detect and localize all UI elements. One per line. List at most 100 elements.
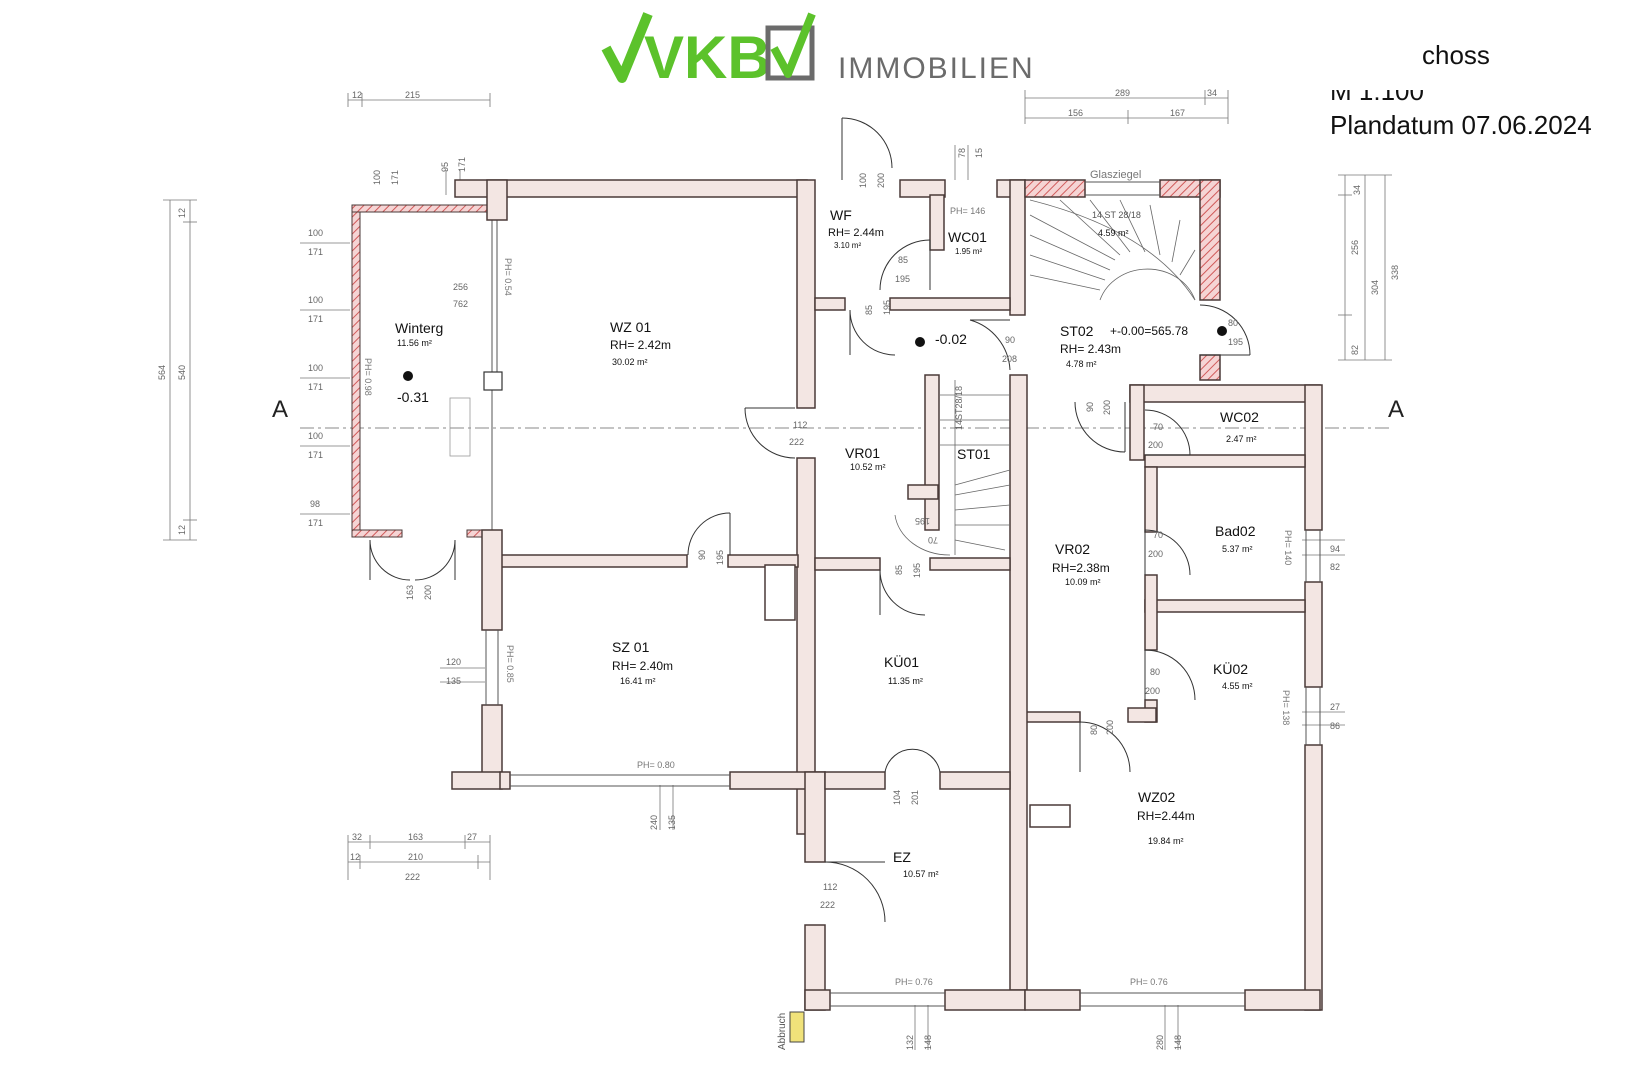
dim-text: 304 xyxy=(1370,280,1380,295)
dim-text: 70 xyxy=(928,535,938,545)
room-winterg-level: -0.31 xyxy=(397,389,429,405)
dim-text: 280 xyxy=(1155,1035,1165,1050)
room-winterg-area: 11.56 m² xyxy=(397,338,432,348)
plan-floor-title: choss xyxy=(1422,40,1490,70)
section-marker-left: A xyxy=(272,396,288,423)
room-vr01-name: VR01 xyxy=(845,445,880,461)
dim-text: 95 xyxy=(440,162,450,172)
room-sz01-name: SZ 01 xyxy=(612,639,650,655)
room-wf-name: WF xyxy=(830,207,852,223)
dim-text: 338 xyxy=(1390,265,1400,280)
dim-text: 222 xyxy=(820,900,835,910)
room-bad02-name: Bad02 xyxy=(1215,523,1256,539)
dim-text: 195 xyxy=(915,516,930,526)
dim-text: 34 xyxy=(1352,185,1362,195)
dim-text: 112 xyxy=(823,882,837,892)
dim-text: 256 xyxy=(1350,240,1360,255)
windows xyxy=(485,181,1321,1007)
section-line: A A xyxy=(272,396,1404,429)
dim-text: 171 xyxy=(308,382,323,392)
room-vr02-area: 10.09 m² xyxy=(1065,577,1101,587)
dim-text: 762 xyxy=(453,299,468,309)
dim-text: 564 xyxy=(157,365,167,380)
logo-brand-text: VKB xyxy=(644,24,771,88)
room-ku02-area: 4.55 m² xyxy=(1222,681,1253,691)
note-glasziegel: Glasziegel xyxy=(1090,169,1141,181)
note-ph-054: PH= 0.54 xyxy=(503,258,513,296)
note-ph-098: PH= 0.98 xyxy=(363,358,373,396)
dim-text: 112 xyxy=(793,420,807,430)
dim-text: 85 xyxy=(894,565,904,575)
room-wf-rh: RH= 2.44m xyxy=(828,227,884,239)
dim-text: 200 xyxy=(1148,440,1163,450)
dim-text: 100 xyxy=(858,173,868,188)
dim-text: 171 xyxy=(308,247,323,257)
dim-text: 82 xyxy=(1330,562,1340,572)
dim-text: 80 xyxy=(1228,318,1238,328)
dim-text: 15 xyxy=(974,148,984,158)
dim-text: 200 xyxy=(1145,686,1160,696)
dim-text: 132 xyxy=(905,1035,915,1050)
dim-text: 12 xyxy=(350,852,360,862)
dim-text: 34 xyxy=(1207,88,1217,98)
room-st02-rh: RH= 2.43m xyxy=(1060,342,1121,356)
room-wz01-rh: RH= 2.42m xyxy=(610,338,671,352)
room-st01-name: ST01 xyxy=(957,446,991,462)
dim-text: 171 xyxy=(457,157,467,172)
room-wz02-rh: RH=2.44m xyxy=(1137,809,1195,823)
note-ph-138: PH= 138 xyxy=(1281,690,1291,725)
plan-notes: Glasziegel PH= 146 PH= 0.80 PH= 0.76 PH=… xyxy=(363,169,1293,1050)
dim-text: 120 xyxy=(446,657,461,667)
dim-text: 12 xyxy=(352,90,362,100)
plan-scale: M 1:100 xyxy=(1330,76,1424,106)
room-winterg-name: Winterg xyxy=(395,320,443,336)
dim-text: 98 xyxy=(310,499,320,509)
note-ph-080: PH= 0.80 xyxy=(637,760,675,770)
dim-text: 163 xyxy=(408,832,423,842)
room-st02-area: 4.78 m² xyxy=(1066,359,1097,369)
dim-text: 200 xyxy=(1148,549,1163,559)
dim-text: 195 xyxy=(882,300,892,315)
dim-text: 200 xyxy=(876,173,886,188)
room-wz01-name: WZ 01 xyxy=(610,319,651,335)
dim-text: 195 xyxy=(895,274,910,284)
room-ku01-name: KÜ01 xyxy=(884,653,919,670)
room-ez-area: 10.57 m² xyxy=(903,869,939,879)
dim-text: 200 xyxy=(1105,720,1115,735)
room-vr01-level: -0.02 xyxy=(935,331,967,347)
dim-text: 14ST28/18 xyxy=(954,386,964,430)
room-wc02-name: WC02 xyxy=(1220,409,1259,425)
dim-text: 100 xyxy=(308,431,323,441)
dimension-lines xyxy=(163,90,1392,1050)
dim-text: 171 xyxy=(308,518,323,528)
room-wf-area: 3.10 m² xyxy=(834,241,861,250)
note-ph-085: PH= 0.85 xyxy=(505,645,515,683)
room-wc02-area: 2.47 m² xyxy=(1226,434,1257,444)
dim-text: 200 xyxy=(423,585,433,600)
dim-text: 222 xyxy=(405,872,420,882)
room-ez-name: EZ xyxy=(893,849,911,865)
room-vr01-area: 10.52 m² xyxy=(850,462,886,472)
note-ph-140: PH= 140 xyxy=(1283,530,1293,565)
note-ph-076b: PH= 0.76 xyxy=(1130,977,1168,987)
dim-text: 100 xyxy=(308,228,323,238)
logo-box-check-icon xyxy=(770,12,816,78)
dim-text: 148 xyxy=(923,1035,933,1050)
vkb-immobilien-logo: VKB IMMOBILIEN xyxy=(601,12,1033,88)
dim-text: 135 xyxy=(446,676,461,686)
dim-text: 100 xyxy=(372,170,382,185)
dim-text: 12 xyxy=(177,525,187,535)
dim-text: 171 xyxy=(308,314,323,324)
dim-text: 148 xyxy=(1173,1035,1183,1050)
dim-text: 200 xyxy=(1102,400,1112,415)
dim-text: 85 xyxy=(864,305,874,315)
room-wz01-area: 30.02 m² xyxy=(612,357,648,367)
room-sz01-rh: RH= 2.40m xyxy=(612,659,673,673)
dim-text: 195 xyxy=(912,563,922,578)
plan-date: Plandatum 07.06.2024 xyxy=(1330,110,1592,140)
dim-text: 201 xyxy=(910,790,920,805)
dim-text: 215 xyxy=(405,90,420,100)
stair-top-text: 14 ST 28/18 xyxy=(1092,210,1141,220)
room-ku01-area: 11.35 m² xyxy=(888,676,923,686)
